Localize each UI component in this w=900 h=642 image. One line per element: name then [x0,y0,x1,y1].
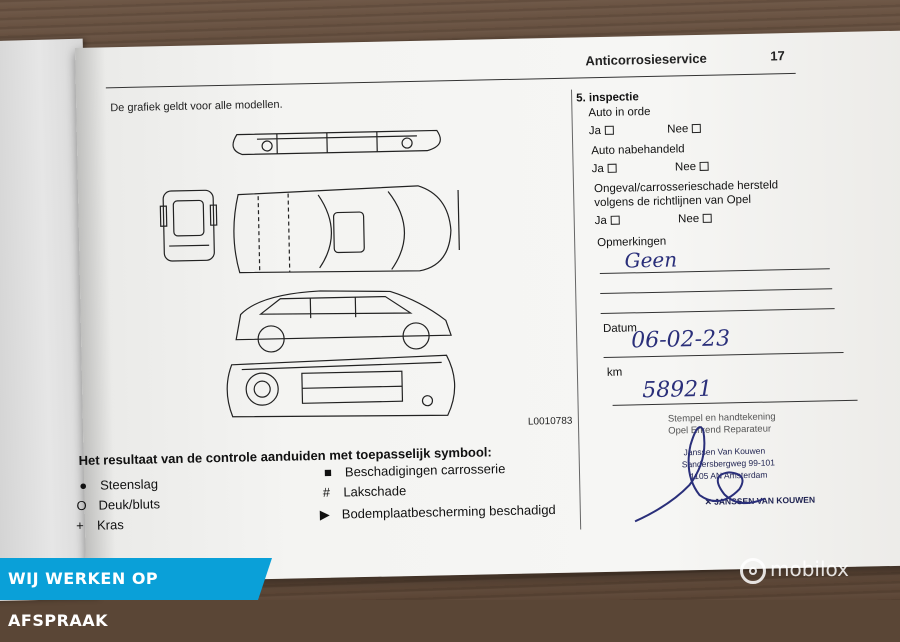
legend-symbol: + [71,518,89,533]
page-header-title: Anticorrosieservice [585,51,707,69]
remarks-line-3 [601,308,835,314]
header-rule [106,73,796,88]
nee-checkbox[interactable] [692,124,701,133]
page-number: 17 [770,48,785,63]
question-ongeval-line1: Ongeval/carrosserieschade hersteld [594,179,778,195]
legend-symbol: # [317,485,335,500]
car-front-view [160,190,217,261]
legend-item-lakschade: # Lakschade [317,483,406,500]
question-ongeval-line2: volgens de richtlijnen van Opel [594,194,751,209]
legend-symbol: O [72,498,90,513]
answer-row-1: Ja Nee [589,123,702,137]
watermark: mobilox [740,557,849,584]
ja-label: Ja [592,163,604,175]
nee-label: Nee [678,213,699,225]
remarks-handwritten: Geen [624,247,677,272]
date-handwritten: 06-02-23 [631,326,730,353]
legend-label: Steenslag [100,476,158,492]
legend-item-steenslag: ● Steenslag [74,476,158,493]
ja-label: Ja [589,125,601,137]
legend-symbol: ▶ [316,507,334,523]
column-divider [571,90,581,530]
ja-label: Ja [595,215,607,227]
car-top-plan-view [233,185,452,275]
km-label: km [607,367,623,379]
car-roof-view [233,130,441,154]
ja-checkbox[interactable] [605,126,614,135]
legend-item-bodemplaat: ▶ Bodemplaatbescherming beschadigd [316,502,556,523]
ja-checkbox[interactable] [611,216,620,225]
inspection-title: 5. inspectie [576,91,639,104]
nee-checkbox[interactable] [703,214,712,223]
legend-label: Beschadigingen carrosserie [345,461,506,479]
mobilox-logo-icon [740,558,766,584]
signature-scribble [628,414,770,527]
appointment-banner: WIJ WERKEN OP AFSPRAAK [0,558,258,600]
service-booklet-page: Anticorrosieservice 17 De grafiek geldt … [75,31,900,583]
legend-symbol: ■ [319,465,337,480]
watermark-text: mobilox [770,557,849,581]
question-nabehandeld: Auto nabehandeld [591,143,685,157]
diagram-caption: De grafiek geldt voor alle modellen. [110,99,283,115]
nee-label: Nee [675,161,696,173]
remarks-line-2 [600,288,832,294]
legend-item-deuk: O Deuk/bluts [72,496,160,513]
legend-item-kras: + Kras [71,517,124,533]
banner-tip [258,558,272,600]
legend-label: Lakschade [343,483,406,499]
ja-checkbox[interactable] [608,164,617,173]
car-damage-diagram [157,120,473,426]
car-rear-view [458,190,459,250]
car-underbody-view [227,355,456,420]
answer-row-2: Ja Nee [592,161,710,175]
nee-checkbox[interactable] [700,162,709,171]
legend-symbol: ● [74,478,92,493]
car-side-view [235,288,451,352]
answer-row-3: Ja Nee [595,213,713,227]
km-handwritten: 58921 [642,377,713,403]
legend-label: Bodemplaatbescherming beschadigd [342,502,556,521]
diagram-code: L0010783 [528,416,573,428]
question-auto-in-orde: Auto in orde [588,106,650,119]
nee-label: Nee [667,123,688,135]
legend-label: Deuk/bluts [98,496,160,512]
legend-label: Kras [97,517,124,533]
legend-item-carrosserie: ■ Beschadigingen carrosserie [319,461,506,480]
